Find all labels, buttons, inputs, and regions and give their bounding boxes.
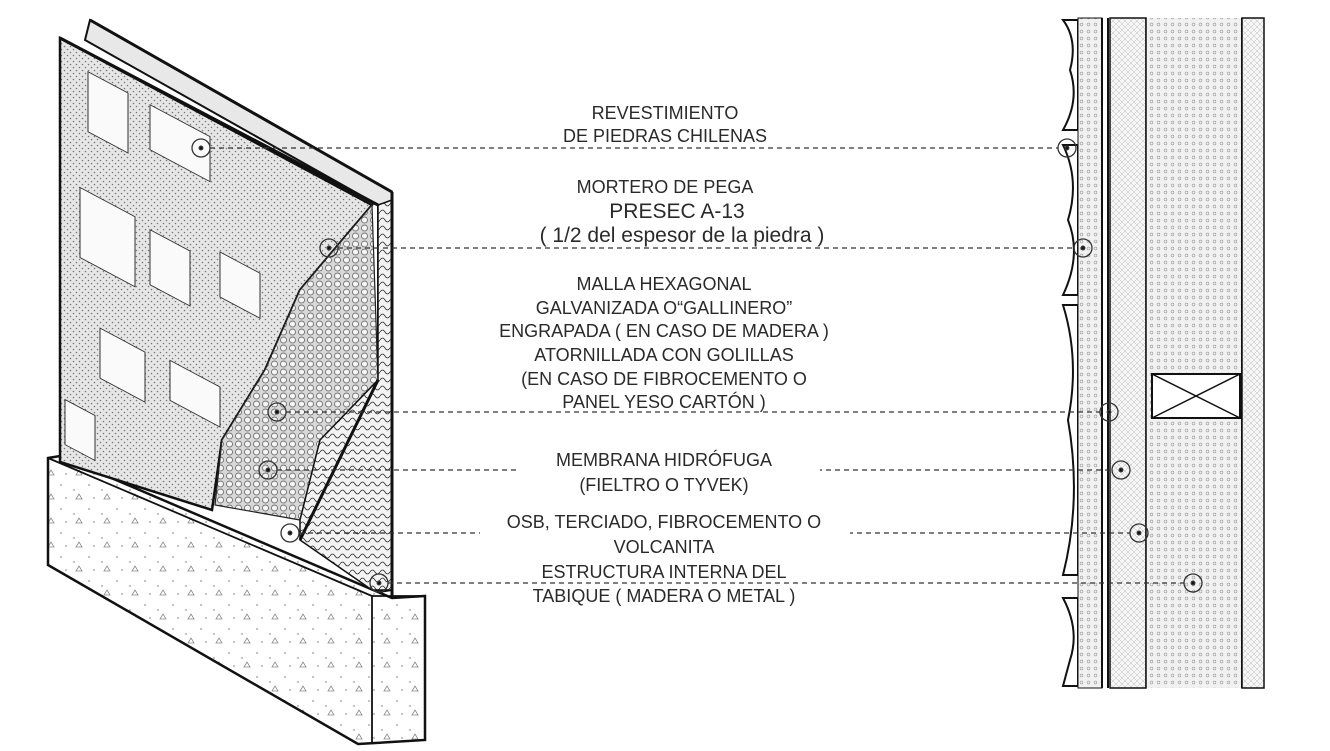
- leader-estructura: [369, 573, 1203, 593]
- label-membrana: MEMBRANA HIDRÓFUGA (FIELTRO O TYVEK): [556, 449, 772, 495]
- label-line: MEMBRANA HIDRÓFUGA: [556, 449, 772, 470]
- label-line: ESTRUCTURA INTERNA DEL: [541, 562, 786, 582]
- label-line: TABIQUE ( MADERA O METAL ): [533, 586, 796, 606]
- label-line: MORTERO DE PEGA: [577, 177, 754, 197]
- label-line: ATORNILLADA CON GOLILLAS: [534, 345, 793, 365]
- stone-cladding-face: [58, 35, 374, 512]
- isometric-wall-drawing: [46, 18, 427, 746]
- label-line: PRESEC A-13: [609, 200, 744, 223]
- label-line: PANEL YESO CARTÓN ): [562, 391, 765, 412]
- label-line: OSB, TERCIADO, FIBROCEMENTO O: [507, 512, 821, 532]
- label-line: ENGRAPADA ( EN CASO DE MADERA ): [499, 321, 829, 341]
- label-line: VOLCANITA: [614, 537, 715, 557]
- label-line: GALVANIZADA O“GALLINERO”: [536, 298, 792, 318]
- label-osb: OSB, TERCIADO, FIBROCEMENTO O VOLCANITA: [507, 512, 821, 557]
- label-mortero: MORTERO DE PEGA PRESEC A-13 ( 1/2 del es…: [540, 177, 825, 247]
- label-line: ( 1/2 del espesor de la piedra ): [540, 224, 825, 247]
- label-revestimiento: REVESTIMIENTO DE PIEDRAS CHILENAS: [563, 103, 767, 146]
- leader-malla: [267, 402, 1119, 422]
- label-line: (FIELTRO O TYVEK): [579, 475, 748, 495]
- wall-section-detail: [1061, 17, 1265, 689]
- labels: REVESTIMIENTO DE PIEDRAS CHILENAS MORTER…: [499, 103, 829, 606]
- label-malla: MALLA HEXAGONAL GALVANIZADA O“GALLINERO”…: [499, 274, 829, 412]
- stud-section: [1151, 373, 1241, 419]
- leader-mortero: [319, 238, 1093, 258]
- leader-revestimiento: [191, 138, 1077, 158]
- label-masks: [480, 460, 850, 538]
- label-line: (EN CASO DE FIBROCEMENTO O: [521, 369, 807, 389]
- label-line: REVESTIMIENTO: [592, 103, 739, 123]
- label-line: MALLA HEXAGONAL: [576, 274, 751, 294]
- label-estructura: ESTRUCTURA INTERNA DEL TABIQUE ( MADERA …: [533, 562, 796, 606]
- label-line: DE PIEDRAS CHILENAS: [563, 126, 767, 146]
